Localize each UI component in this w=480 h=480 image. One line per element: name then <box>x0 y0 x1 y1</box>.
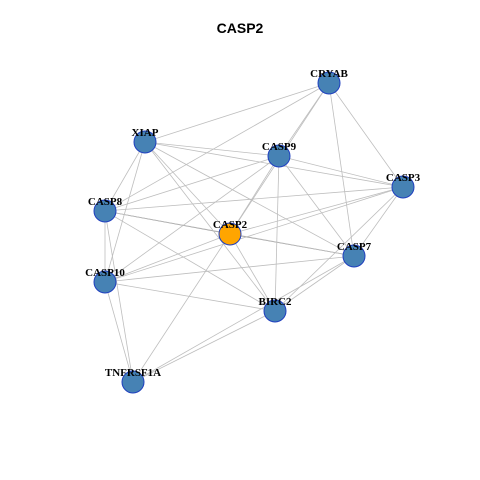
edge-cryab-casp8 <box>104 82 330 212</box>
edge-birc2-tnfrsf1a <box>132 310 276 383</box>
node-casp8[interactable]: CASP8 <box>88 196 123 223</box>
node-label: CASP8 <box>88 196 123 208</box>
edge-cryab-casp9 <box>278 82 330 157</box>
edge-casp2-casp3 <box>229 186 404 235</box>
edge-casp8-tnfrsf1a <box>104 210 134 383</box>
node-circle[interactable] <box>342 244 366 268</box>
node-casp3[interactable]: CASP3 <box>386 172 421 199</box>
edge-casp3-casp8 <box>104 186 404 212</box>
edge-xiap-casp10 <box>104 141 146 283</box>
node-circle[interactable] <box>391 175 415 199</box>
edge-cryab-casp7 <box>328 82 355 257</box>
node-label: CASP9 <box>262 141 297 153</box>
node-label: BIRC2 <box>258 296 292 308</box>
node-label: CASP10 <box>85 267 125 279</box>
edge-casp7-casp10 <box>104 255 355 283</box>
edge-xiap-casp8 <box>104 141 146 212</box>
node-cryab[interactable]: CRYAB <box>310 68 349 95</box>
edge-casp10-birc2 <box>104 281 276 312</box>
node-circle[interactable] <box>218 222 242 246</box>
node-label: XIAP <box>132 127 159 139</box>
edge-casp3-birc2 <box>274 186 404 312</box>
edge-cryab-casp3 <box>328 82 404 188</box>
edge-casp9-casp7 <box>278 155 355 257</box>
edge-casp2-xiap <box>144 141 231 235</box>
edge-casp3-casp7 <box>353 186 404 257</box>
edge-casp3-casp10 <box>104 186 404 283</box>
edge-casp2-casp9 <box>229 155 280 235</box>
edge-casp9-birc2 <box>274 155 280 312</box>
node-label: CRYAB <box>310 68 348 80</box>
node-casp7[interactable]: CASP7 <box>337 241 372 268</box>
node-label: CASP7 <box>337 241 372 253</box>
edge-cryab-xiap <box>144 82 330 143</box>
node-layer: CRYAB XIAP CASP9CASP3CASP8CASP2CASP7CASP10… <box>85 68 421 394</box>
node-circle[interactable] <box>93 270 117 294</box>
node-casp9[interactable]: CASP9 <box>262 141 297 168</box>
node-label: CASP3 <box>386 172 421 184</box>
edge-casp9-casp3 <box>278 155 404 188</box>
edge-casp9-casp8 <box>104 155 280 212</box>
edge-layer <box>104 82 404 383</box>
node-xiap[interactable]: XIAP <box>132 127 159 154</box>
edge-casp2-birc2 <box>229 233 276 312</box>
node-label: TNFRSF1A <box>105 367 161 379</box>
edge-xiap-birc2 <box>144 141 276 312</box>
edge-casp7-tnfrsf1a <box>132 255 355 383</box>
node-circle[interactable] <box>267 144 291 168</box>
edge-casp10-tnfrsf1a <box>104 281 134 383</box>
node-circle[interactable] <box>93 199 117 223</box>
node-label: CASP2 <box>213 219 248 231</box>
edge-casp9-casp10 <box>104 155 280 283</box>
edge-casp8-birc2 <box>104 210 276 312</box>
edge-casp2-casp10 <box>104 233 231 283</box>
node-circle[interactable] <box>133 130 157 154</box>
node-circle[interactable] <box>263 299 287 323</box>
node-circle[interactable] <box>121 370 145 394</box>
edge-casp2-tnfrsf1a <box>132 233 231 383</box>
node-casp2[interactable]: CASP2 <box>213 219 248 246</box>
edge-casp7-birc2 <box>274 255 355 312</box>
node-tnfrsf1a[interactable]: TNFRSF1A <box>105 367 161 394</box>
edge-xiap-casp9 <box>144 141 280 157</box>
graph-title: CASP2 <box>216 20 264 36</box>
node-circle[interactable] <box>317 71 341 95</box>
node-birc2[interactable]: BIRC2 <box>258 296 292 323</box>
node-casp10[interactable]: CASP10 <box>85 267 125 294</box>
